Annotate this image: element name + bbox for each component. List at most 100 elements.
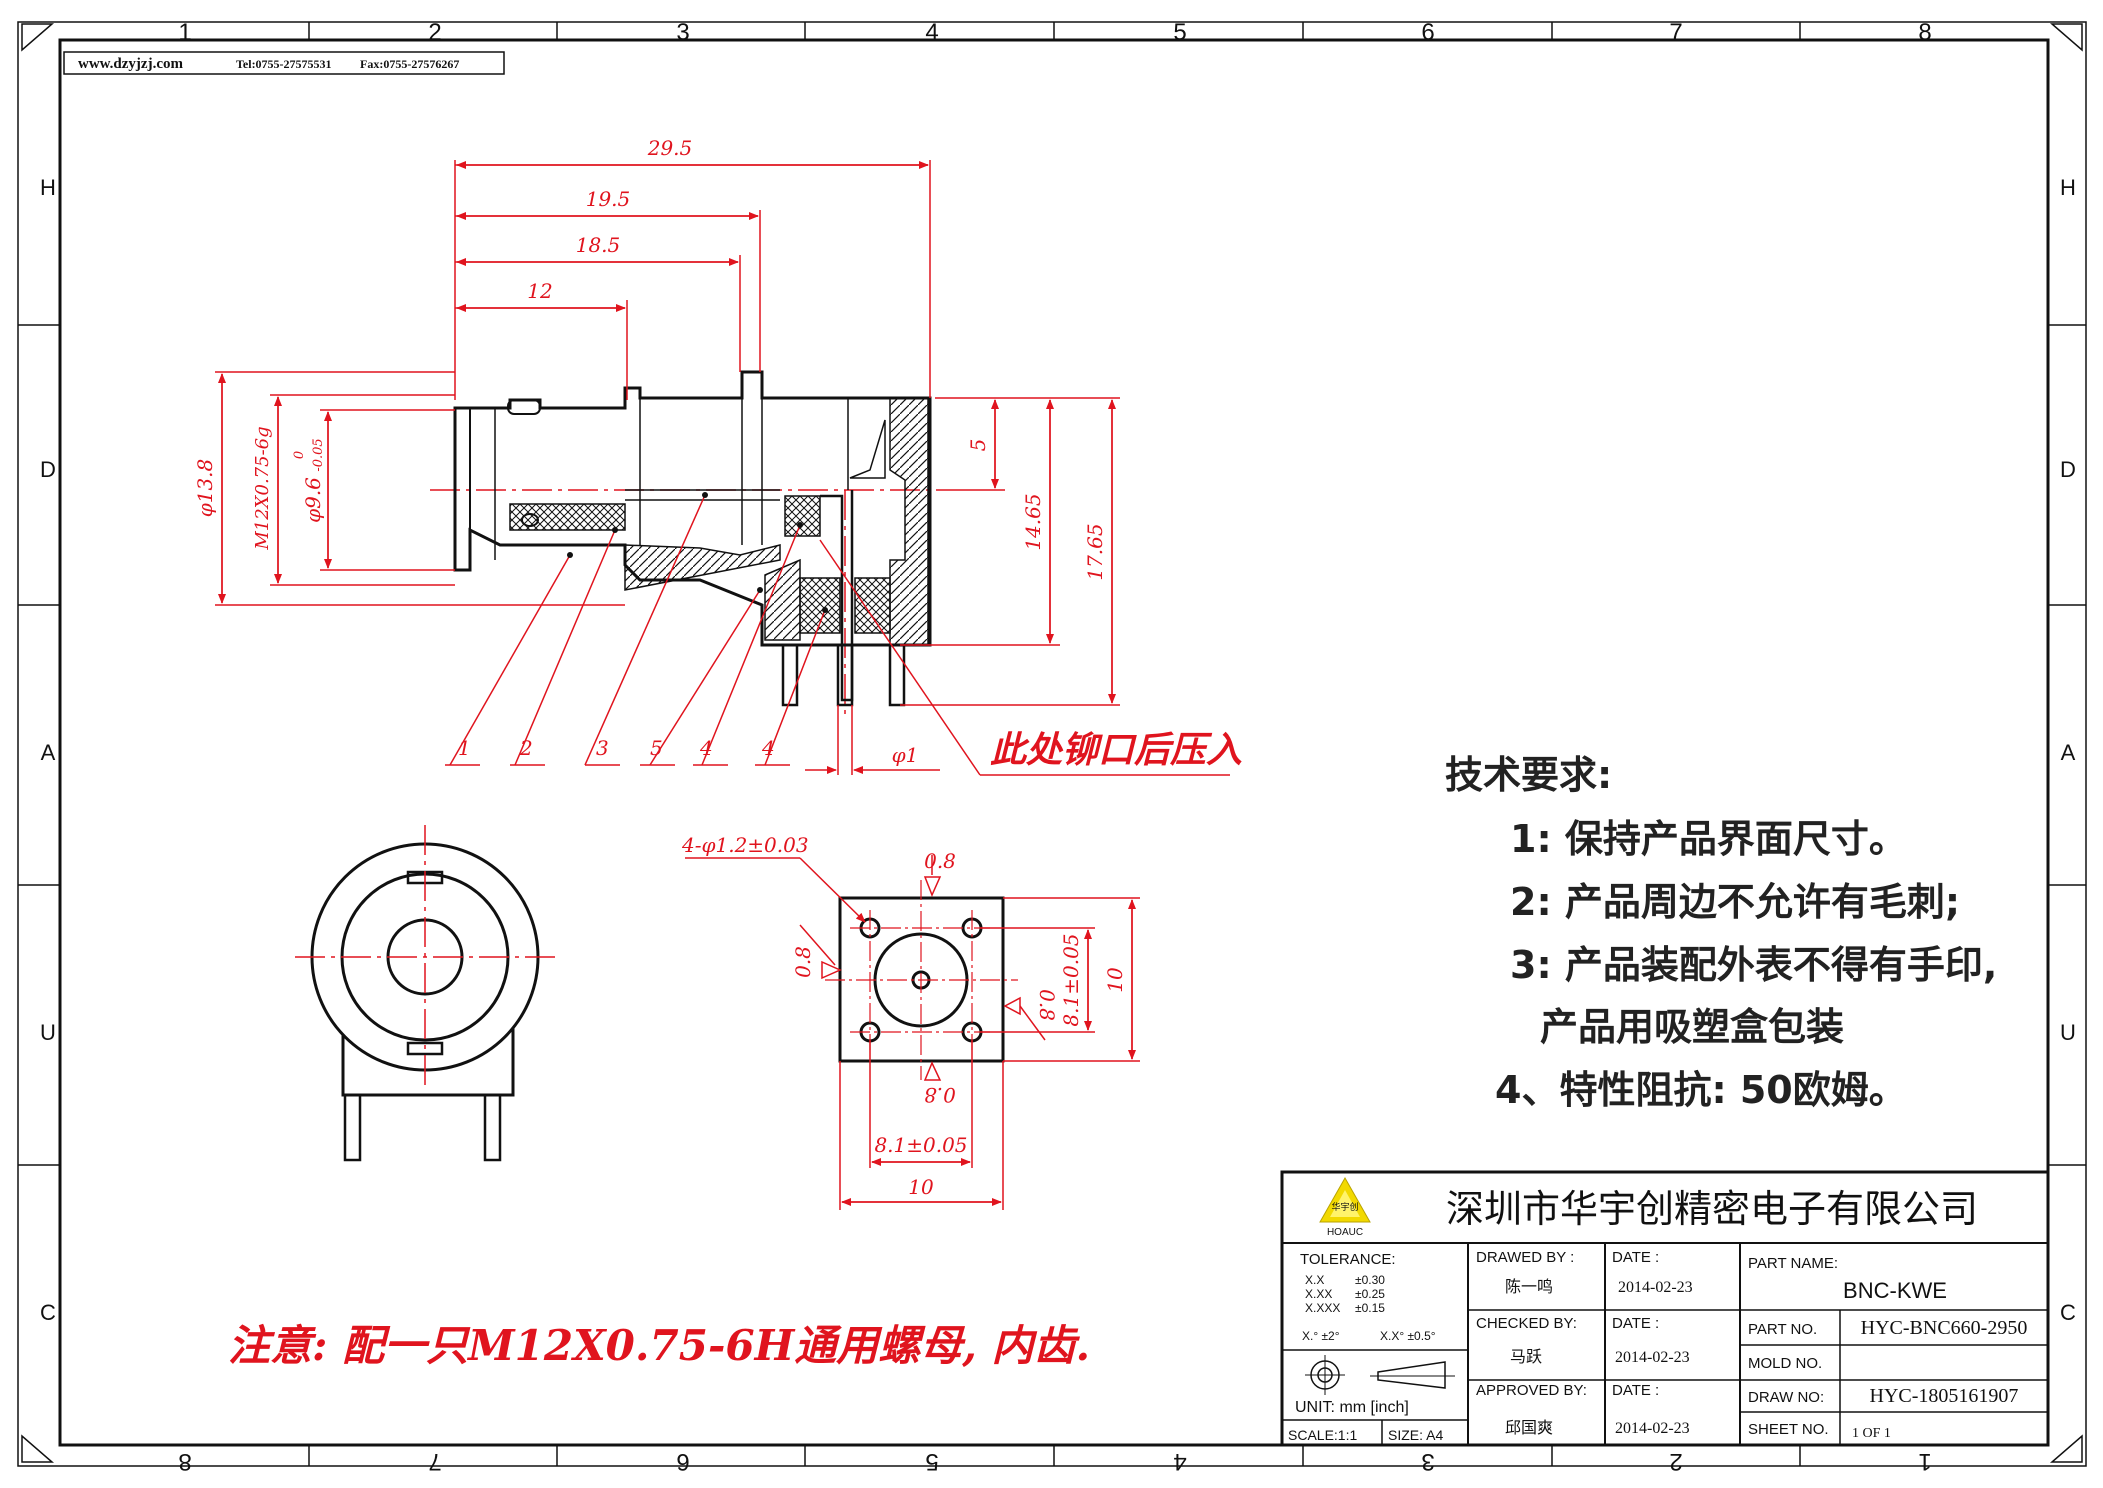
approved-by-name: 邱国爽 <box>1505 1419 1553 1437</box>
nut-footnote: 注意: 配一只M12X0.75-6H通用螺母, 内齿. <box>228 1321 1090 1370</box>
drawed-by-label: DRAWED BY : <box>1476 1249 1574 1266</box>
projection-symbol-icon <box>1305 1355 1455 1395</box>
bottom-number-4: 4 <box>1173 1448 1186 1475</box>
checked-by-label: CHECKED BY: <box>1476 1315 1577 1332</box>
checked-by-name: 马跃 <box>1510 1348 1542 1366</box>
date-label-2: DATE : <box>1612 1315 1659 1332</box>
header-fax: Fax:0755-27576267 <box>360 57 459 71</box>
header-contact-box: www.dzyjzj.com Tel:0755-27575531 Fax:075… <box>63 51 505 75</box>
bottom-number-3: 3 <box>1421 1448 1434 1475</box>
callout-2: 2 <box>519 736 533 760</box>
header-website: www.dzyjzj.com <box>78 56 183 72</box>
angle-tolerance-1: X.° ±2° <box>1302 1329 1340 1343</box>
requirement-2: 2: 产品周边不允许有毛刺; <box>1510 880 1960 924</box>
callout-4b: 4 <box>761 736 775 760</box>
bottom-view: 4-φ1.2±0.03 0.8 0.8 0.8 0.8 8.1±0.05 10 … <box>681 833 1140 1210</box>
bottom-number-2: 2 <box>1669 1448 1682 1475</box>
bottom-number-6: 6 <box>676 1448 689 1475</box>
bottom-number-5: 5 <box>925 1448 938 1475</box>
part-name: BNC-KWE <box>1843 1278 1947 1303</box>
logo-text: 华宇创 <box>1331 1201 1358 1213</box>
top-number-2: 2 <box>428 19 441 46</box>
top-number-8: 8 <box>1918 19 1931 46</box>
left-letter-c: C <box>40 1300 56 1325</box>
dim-17-65: 17.65 <box>1083 523 1107 580</box>
company-logo: 华宇创 HOAUC <box>1319 1176 1371 1238</box>
dim-thread: M12X0.75-6g <box>252 426 273 550</box>
right-letter-c: C <box>2060 1300 2076 1325</box>
dim-12: 12 <box>527 279 552 303</box>
technical-requirements: 技术要求: 1: 保持产品界面尺寸。 2: 产品周边不允许有毛刺; 3: 产品装… <box>1445 753 1997 1112</box>
dim-0-8-bottom: 0.8 <box>924 1083 956 1107</box>
left-letter-u: U <box>40 1020 56 1045</box>
bottom-number-1: 1 <box>1918 1448 1931 1475</box>
dim-19-5: 19.5 <box>586 187 631 211</box>
right-letter-d: D <box>2060 457 2076 482</box>
header-tel: Tel:0755-27575531 <box>236 57 332 71</box>
left-letter-h: H <box>40 175 56 200</box>
top-number-1: 1 <box>178 19 191 46</box>
side-section-view: 29.5 19.5 18.5 12 5 14.65 17.65 φ13.8 M1… <box>193 136 1242 776</box>
company-name: 深圳市华宇创精密电子有限公司 <box>1446 1189 1978 1231</box>
requirement-4: 4、特性阻抗: 50欧姆。 <box>1495 1068 1907 1112</box>
draw-no: HYC-1805161907 <box>1870 1385 2019 1407</box>
date-label-3: DATE : <box>1612 1382 1659 1399</box>
angle-tolerance-2: X.X° ±0.5° <box>1380 1329 1436 1343</box>
dim-0-8-left: 0.8 <box>791 946 815 978</box>
tol-key-2: X.XX <box>1305 1287 1332 1301</box>
callout-5: 5 <box>650 736 663 760</box>
left-letter-a: A <box>41 740 56 765</box>
tol-key-1: X.X <box>1305 1273 1324 1287</box>
tolerance-label: TOLERANCE: <box>1300 1251 1396 1268</box>
tol-key-3: X.XXX <box>1305 1301 1340 1315</box>
sheet-no: 1 OF 1 <box>1852 1426 1891 1441</box>
dim-10-vertical: 10 <box>1103 967 1127 993</box>
date-3: 2014-02-23 <box>1615 1420 1690 1437</box>
part-no-label: PART NO. <box>1748 1321 1817 1338</box>
top-number-4: 4 <box>925 19 938 46</box>
bottom-number-8: 8 <box>178 1448 191 1475</box>
dim-phi-9-6: φ9.6 <box>301 477 325 523</box>
dim-8-1-vertical: 8.1±0.05 <box>1059 933 1083 1026</box>
requirement-3-cont: 产品用吸塑盒包装 <box>1540 1005 1844 1049</box>
title-block: 华宇创 HOAUC 深圳市华宇创精密电子有限公司 TOLERANCE: X.X … <box>1280 1170 2050 1447</box>
dim-phi-13-8: φ13.8 <box>193 459 217 518</box>
dim-0-8-top: 0.8 <box>924 849 956 873</box>
bottom-number-7: 7 <box>428 1448 441 1475</box>
dim-14-65: 14.65 <box>1021 493 1045 550</box>
sheet-no-label: SHEET NO. <box>1748 1421 1829 1438</box>
crimp-note: 此处铆口后压入 <box>990 729 1242 771</box>
dim-18-5: 18.5 <box>576 233 621 257</box>
unit-label: UNIT: mm [inch] <box>1295 1399 1409 1416</box>
date-2: 2014-02-23 <box>1615 1349 1690 1366</box>
dim-0-8-right: 0.8 <box>1035 989 1059 1021</box>
date-1: 2014-02-23 <box>1618 1279 1693 1296</box>
top-number-6: 6 <box>1421 19 1434 46</box>
dim-5: 5 <box>966 439 990 452</box>
requirement-1: 1: 保持产品界面尺寸。 <box>1510 817 1907 861</box>
dim-phi-1: φ1 <box>892 743 919 767</box>
front-view <box>295 825 555 1162</box>
logo-sub: HOAUC <box>1327 1227 1363 1238</box>
top-number-7: 7 <box>1669 19 1682 46</box>
drawed-by-name: 陈一鸣 <box>1505 1278 1553 1296</box>
top-number-5: 5 <box>1173 19 1186 46</box>
part-name-label: PART NAME: <box>1748 1255 1838 1272</box>
draw-no-label: DRAW NO: <box>1748 1389 1824 1406</box>
part-no: HYC-BNC660-2950 <box>1861 1317 2028 1339</box>
mold-no-label: MOLD NO. <box>1748 1355 1822 1372</box>
tol-val-3: ±0.15 <box>1355 1301 1385 1315</box>
requirements-title: 技术要求: <box>1445 753 1612 797</box>
callout-3: 3 <box>596 736 609 760</box>
size-label: SIZE: A4 <box>1388 1427 1443 1443</box>
dim-10-horizontal: 10 <box>908 1175 934 1199</box>
callout-4a: 4 <box>699 736 713 760</box>
dim-tol-bottom: -0.05 <box>311 438 326 471</box>
scale-label: SCALE:1:1 <box>1288 1427 1357 1443</box>
dim-tol-top: 0 <box>292 451 307 459</box>
callout-1: 1 <box>458 736 471 760</box>
dim-8-1-horizontal: 8.1±0.05 <box>874 1133 967 1157</box>
right-letter-h: H <box>2060 175 2076 200</box>
left-letter-d: D <box>40 457 56 482</box>
